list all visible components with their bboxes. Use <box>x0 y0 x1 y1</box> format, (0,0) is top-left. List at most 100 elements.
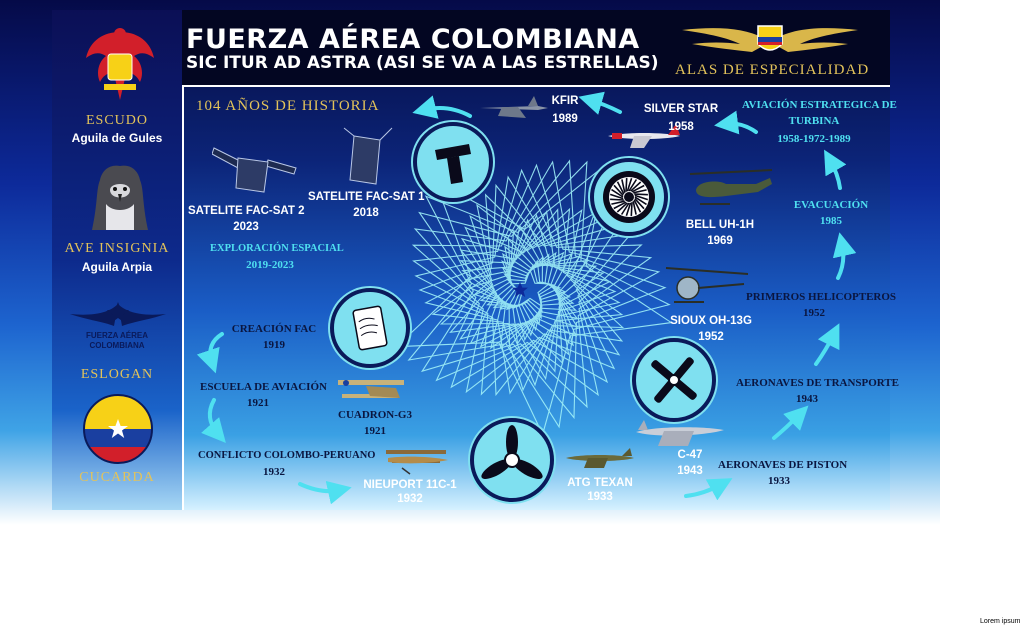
turbine-blade <box>610 198 624 201</box>
kfir-jet-icon <box>480 96 548 118</box>
turbine-blade <box>634 196 647 206</box>
ave-insignia-name: Aguila Arpia <box>81 260 153 274</box>
c47-transport-icon <box>636 420 724 446</box>
transporte-year: 1943 <box>796 393 818 405</box>
creacion-fac-label: CREACIÓN FAC <box>231 323 317 335</box>
escuela-aviacion-label: ESCUELA DE AVIACIÓN <box>200 381 327 393</box>
turbine-blade <box>620 202 630 215</box>
spiral-star-outline <box>464 224 590 350</box>
turbine-blade <box>621 179 626 193</box>
turbine-blade <box>630 202 633 216</box>
spiral-star-outline <box>503 259 562 320</box>
central-spiral-graphic <box>395 159 673 436</box>
silver-star-label: SILVER STAR <box>643 103 719 115</box>
conflicto-year: 1932 <box>263 466 285 478</box>
facsat1-year: 2018 <box>353 207 379 219</box>
spiral-star-outline <box>418 183 621 397</box>
turbine-blade <box>616 202 628 213</box>
satellite-badge-icon <box>435 144 471 184</box>
timeline-arrows <box>196 91 857 505</box>
turbine-blade <box>626 177 633 192</box>
facsat2-satellite-icon <box>212 147 297 193</box>
evacuacion-label: EVACUACIÓN <box>793 199 869 211</box>
spiral-star-outline <box>407 160 671 429</box>
bell-label: BELL UH-1H <box>685 219 755 231</box>
spiral-star-outline <box>459 208 617 373</box>
turbine-blade <box>630 181 642 192</box>
facsat2-year: 2023 <box>233 221 259 233</box>
spiral-star-outline <box>424 193 624 395</box>
creacion-fac-year: 1919 <box>263 339 285 351</box>
arrow-piston <box>684 478 733 501</box>
cuadron-g3-biplane-icon <box>338 380 404 398</box>
helicopter-rotor-icon <box>651 357 697 403</box>
arrow-conflicto-nieuport <box>298 480 352 505</box>
turbine-blade <box>611 200 625 205</box>
arrow-facsat <box>412 95 472 119</box>
sioux-oh13g-helicopter-icon <box>665 267 749 303</box>
texan-label: ATG TEXAN <box>567 477 633 489</box>
bell-uh1h-helicopter-icon <box>689 169 773 205</box>
turbine-blade <box>631 184 645 193</box>
nieuport-11c1-biplane-icon <box>386 450 448 475</box>
silver-star-year: 1958 <box>668 121 694 133</box>
t6-texan-aircraft-icon <box>566 448 634 468</box>
frame-top-line <box>182 85 890 87</box>
escudo-title: ESCUDO <box>85 113 148 128</box>
arrow-turbina <box>824 149 847 190</box>
cuadron-label: CUADRON-G3 <box>338 409 412 421</box>
exploracion-label: EXPLORACIÓN ESPACIAL <box>210 243 344 254</box>
transporte-label: AERONAVES DE TRANSPORTE <box>736 377 900 389</box>
facsat2-label: SATELITE FAC-SAT 2 <box>188 205 305 217</box>
spiral-star-outline <box>414 175 632 396</box>
eslogan-title: ESLOGAN <box>80 367 154 382</box>
turbine-engine-icon <box>603 171 655 223</box>
frame-left-line <box>182 85 184 510</box>
turbine-blade <box>611 188 624 198</box>
silver-star-jet-icon <box>608 124 680 148</box>
decree-badge <box>330 288 410 368</box>
c47-label: C-47 <box>677 449 703 461</box>
sioux-label: SIOUX OH-13G <box>670 315 752 327</box>
c47-year: 1943 <box>677 465 703 477</box>
facsat1-satellite-icon <box>343 127 393 185</box>
nieuport-label: NIEUPORT 11C-1 <box>363 479 457 491</box>
motto-text: SIC ITUR AD ASTRA (ASI SE VA A LAS ESTRE… <box>186 53 659 73</box>
turbine-blade <box>609 193 624 200</box>
spiral-star-outline <box>449 207 621 381</box>
turbine-blade <box>632 201 637 215</box>
turbine-blade <box>634 194 649 201</box>
turbine-blade <box>616 181 625 195</box>
facsat1-label: SATELITE FAC-SAT 1 <box>308 191 425 203</box>
cucarda-roundel-icon <box>83 394 153 464</box>
history-label: 104 AÑOS DE HISTORIA <box>196 98 380 114</box>
ave-insignia-title: AVE INSIGNIA <box>64 241 170 256</box>
turbine-blade <box>625 202 632 217</box>
turbine-blade <box>613 184 624 196</box>
arrow-creacion-escuela <box>196 332 224 374</box>
turbine-blade <box>633 189 647 194</box>
turbine-blade <box>634 193 648 196</box>
wings-badge-label: ALAS DE ESPECIALIDAD <box>675 62 870 78</box>
cucarda-title: CUCARDA <box>79 470 155 485</box>
harpy-eagle-icon <box>92 165 148 230</box>
helicopteros-year: 1952 <box>803 307 825 319</box>
arrow-escuela-conflicto <box>201 398 226 444</box>
kfir-label: KFIR <box>551 95 579 107</box>
piston-label: AERONAVES DE PISTON <box>718 459 848 471</box>
nieuport-year: 1932 <box>397 493 423 505</box>
spiral-star-outline <box>468 230 581 348</box>
arrow-kfir <box>578 91 622 115</box>
page-title: FUERZA AÉREA COLOMBIANA <box>186 24 640 55</box>
wings-badge-icon <box>682 25 858 52</box>
arrow-evacuacion <box>832 232 857 280</box>
turbine-blade <box>628 179 638 192</box>
escudo-name: Aguila de Gules <box>71 131 163 145</box>
bell-year: 1969 <box>707 235 733 247</box>
turbine-blade <box>613 201 627 210</box>
footer-note: Lorem ipsum <box>980 618 1021 625</box>
arrow-transporte <box>772 405 809 440</box>
propeller-badge <box>470 418 554 502</box>
turbina-label-line1: AVIACIÓN ESTRATEGICA DE <box>742 99 897 111</box>
exploracion-year: 2019-2023 <box>246 259 294 271</box>
